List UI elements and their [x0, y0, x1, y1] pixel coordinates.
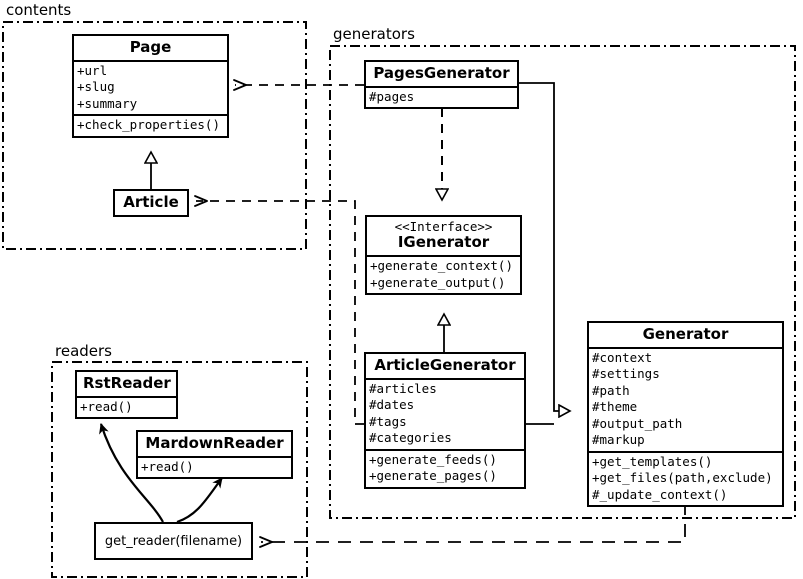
attribute: #pages	[369, 88, 415, 104]
attribute: #markup	[592, 432, 645, 448]
class-attributes-pagesgenerator: #pages	[366, 85, 517, 108]
class-title-mardownreader: MardownReader	[145, 434, 284, 452]
attribute: #path	[592, 382, 630, 398]
relation-get_reader-creates-mardownreader	[176, 477, 223, 524]
method: #_update_context()	[592, 486, 728, 502]
class-methods-articlegenerator: +generate_feeds() +generate_pages()	[366, 448, 524, 487]
package-label-generators: generators	[333, 25, 415, 43]
class-methods-igenerator: +generate_context() +generate_output()	[367, 255, 520, 293]
class-box-article[interactable]: Article	[113, 189, 189, 217]
class-attributes-articlegenerator: #articles #dates #tags #categories	[366, 377, 524, 449]
class-methods-page: +check_properties()	[74, 114, 227, 136]
class-box-generator[interactable]: Generator #context #settings #path #them…	[587, 321, 784, 508]
class-box-rstreader[interactable]: RstReader +read()	[75, 370, 178, 420]
method: +get_templates()	[592, 453, 713, 469]
attribute: #categories	[369, 430, 452, 446]
method: +generate_output()	[370, 274, 506, 290]
class-title-pagesgenerator: PagesGenerator	[373, 64, 510, 82]
function-label-get-reader: get_reader(filename)	[104, 533, 243, 549]
method: +check_properties()	[77, 117, 220, 133]
attribute: +slug	[77, 79, 115, 95]
class-methods-generator: +get_templates() +get_files(path,exclude…	[589, 450, 782, 506]
attribute: #articles	[369, 380, 437, 396]
attribute: #context	[592, 349, 653, 365]
function-box-get-reader[interactable]: get_reader(filename)	[94, 522, 253, 560]
relation-generators-inherit-generator	[519, 82, 570, 425]
package-label-contents: contents	[6, 1, 72, 19]
class-box-articlegenerator[interactable]: ArticleGenerator #articles #dates #tags …	[364, 352, 526, 489]
class-methods-mardownreader: +read()	[138, 455, 291, 478]
relation-articlegenerator-depends-article	[194, 195, 364, 425]
class-title-article: Article	[123, 193, 179, 211]
class-box-igenerator[interactable]: <<Interface>> IGenerator +generate_conte…	[365, 215, 522, 296]
method: +get_files(path,exclude)	[592, 470, 773, 486]
class-attributes-generator: #context #settings #path #theme #output_…	[589, 346, 782, 451]
method: +generate_context()	[370, 258, 513, 274]
attribute: #theme	[592, 399, 638, 415]
class-box-page[interactable]: Page +url +slug +summary +check_properti…	[72, 34, 229, 138]
method: +generate_pages()	[369, 468, 497, 484]
method: +read()	[80, 398, 133, 414]
class-box-pagesgenerator[interactable]: PagesGenerator #pages	[364, 60, 519, 110]
attribute: +url	[77, 62, 108, 78]
attribute: #dates	[369, 397, 415, 413]
class-name-igenerator: IGenerator	[397, 233, 490, 252]
relation-generator-depends-get_reader	[259, 502, 686, 548]
package-label-readers: readers	[55, 342, 112, 360]
class-box-mardownreader[interactable]: MardownReader +read()	[136, 430, 293, 480]
class-title-rstreader: RstReader	[83, 374, 171, 392]
attribute: #settings	[592, 366, 660, 382]
attribute: +summary	[77, 95, 138, 111]
class-title-page: Page	[129, 38, 172, 56]
method: +generate_feeds()	[369, 451, 497, 467]
class-attributes-page: +url +slug +summary	[74, 59, 227, 115]
method: +read()	[141, 458, 194, 474]
class-title-articlegenerator: ArticleGenerator	[374, 356, 516, 374]
attribute: #output_path	[592, 415, 683, 431]
attribute: #tags	[369, 413, 407, 429]
class-title-igenerator: <<Interface>> IGenerator	[367, 217, 520, 255]
class-title-generator: Generator	[642, 325, 729, 343]
class-stereotype-igenerator: <<Interface>>	[394, 219, 493, 234]
class-methods-rstreader: +read()	[77, 395, 176, 418]
